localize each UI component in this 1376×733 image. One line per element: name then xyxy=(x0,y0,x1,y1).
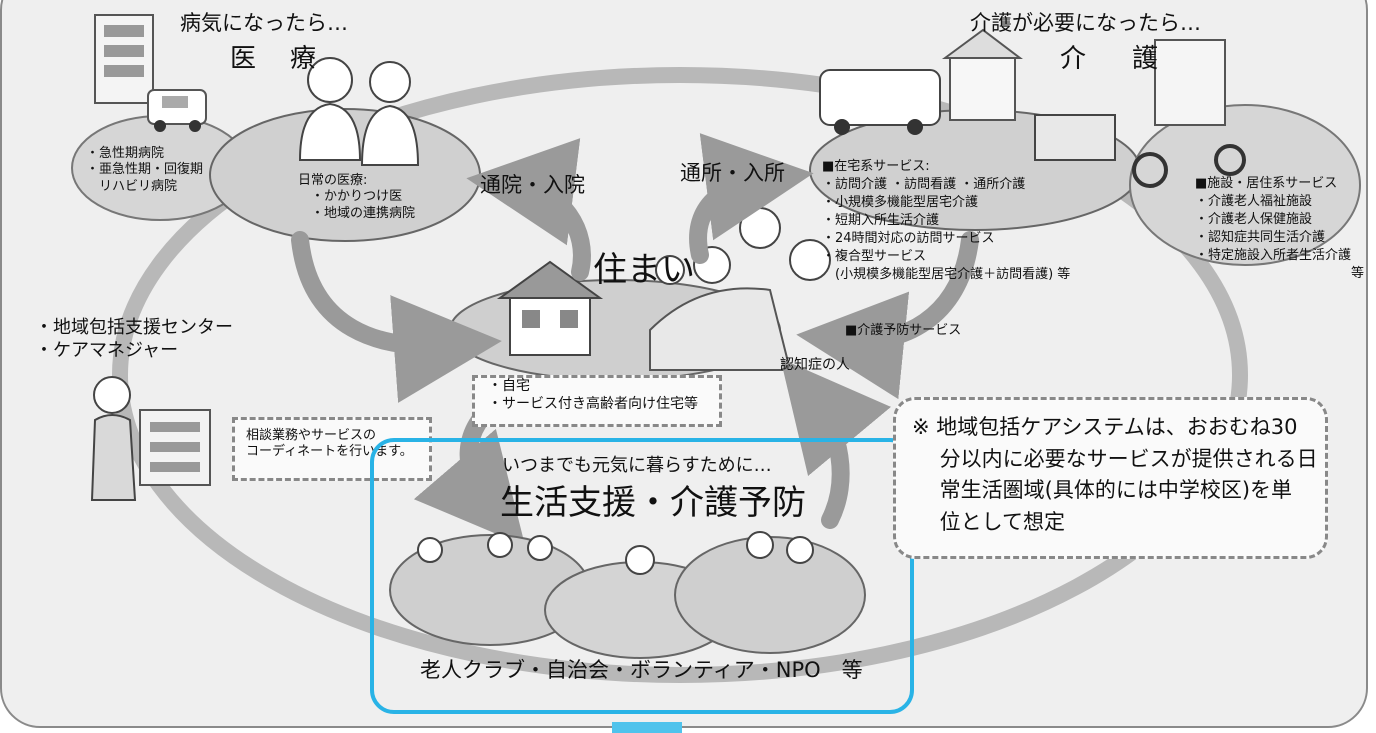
care-heading: 介護が必要になったら… xyxy=(970,11,1201,35)
home-services-list: ■在宅系サービス: ・訪問介護 ・訪問看護 ・通所介護 ・小規模多機能型居宅介護… xyxy=(822,159,1071,282)
facility-visit-label: 通所・入所 xyxy=(680,161,785,185)
arrow-home-to-care xyxy=(689,133,814,264)
medical-heading: 病気になったら… xyxy=(180,11,348,35)
life-support-box xyxy=(370,438,914,714)
care-illustration xyxy=(819,28,1246,188)
flow-arrows xyxy=(291,133,979,547)
facility-ellipse xyxy=(1129,104,1361,266)
prevention-services-label: ■介護予防サービス xyxy=(845,323,962,338)
consultation-note-box xyxy=(232,417,432,481)
daily-care-list: 日常の医療: ・かかりつけ医 ・地域の連携病院 xyxy=(298,173,416,221)
hospital-list: ・急性期病院 ・亜急性期・回復期 リハビリ病院 xyxy=(86,146,204,194)
care-title: 介 護 xyxy=(1060,44,1169,74)
housing-types-box xyxy=(472,375,722,427)
bottom-tab xyxy=(612,722,682,733)
life-support-title: 生活支援・介護予防 xyxy=(500,483,806,523)
facility-services-list: ■施設・居住系サービス ・介護老人福祉施設 ・介護老人保健施設 ・認知症共同生活… xyxy=(1195,176,1365,281)
life-support-subtitle: いつまでも元気に暮らすために… xyxy=(502,455,772,476)
arrow-support-to-home xyxy=(780,358,892,529)
hospital-building-illustration xyxy=(94,14,207,132)
arrow-home-to-hospital xyxy=(466,138,591,281)
consultation-entities: ・地域包括支援センター ・ケアマネジャー xyxy=(35,317,233,361)
community-cycle-ring xyxy=(112,67,1248,683)
dementia-label: 認知症の人 xyxy=(780,357,850,373)
care-manager-illustration xyxy=(90,376,211,501)
footnote-text: ※ 地域包括ケアシステムは、おおむね30 分以内に必要なサービスが提供される日 … xyxy=(912,415,1318,534)
arrow-hospital-to-home xyxy=(291,231,502,403)
arrow-care-to-home xyxy=(796,231,979,400)
support-organizations: 老人クラブ・自治会・ボランティア・NPO 等 xyxy=(420,658,863,682)
housing-title: 住まい xyxy=(593,250,695,290)
housing-types-list: ・自宅 ・サービス付き高齢者向け住宅等 xyxy=(488,378,698,412)
hospital-visit-label: 通院・入院 xyxy=(480,173,585,197)
footnote-box xyxy=(893,397,1328,559)
seniors-illustration xyxy=(417,531,814,575)
medical-title: 医 療 xyxy=(230,44,321,74)
house-illustration xyxy=(496,260,604,356)
doctors-illustration xyxy=(298,57,420,166)
